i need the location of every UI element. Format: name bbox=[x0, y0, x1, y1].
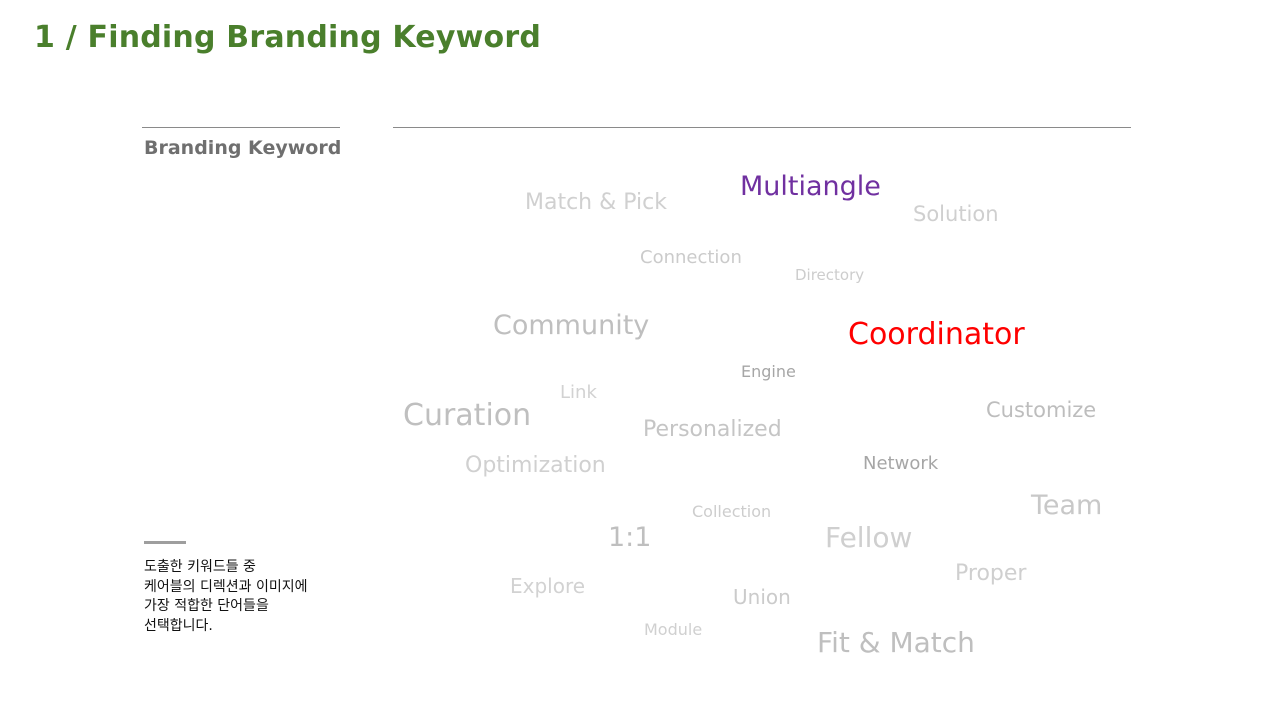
section-divider-right bbox=[393, 127, 1131, 128]
keyword-customize: Customize bbox=[986, 398, 1097, 422]
keyword-team: Team bbox=[1031, 490, 1103, 521]
keyword-network: Network bbox=[863, 453, 939, 474]
keyword-fellow: Fellow bbox=[825, 521, 913, 554]
keyword-one-to-one: 1:1 bbox=[608, 522, 652, 553]
keyword-union: Union bbox=[733, 585, 791, 609]
keyword-engine: Engine bbox=[741, 362, 796, 381]
description-line: 가장 적합한 단어들을 bbox=[144, 598, 269, 614]
section-divider-left bbox=[142, 127, 340, 128]
keyword-fit-match: Fit & Match bbox=[817, 626, 975, 659]
description-text: 도출한 키워드들 중 케어블의 디렉션과 이미지에 가장 적합한 단어들을 선택… bbox=[144, 558, 374, 636]
keyword-explore: Explore bbox=[510, 574, 586, 598]
description-line: 케어블의 디렉션과 이미지에 bbox=[144, 578, 308, 595]
keyword-curation: Curation bbox=[403, 398, 532, 433]
slide-title: 1 / Finding Branding Keyword bbox=[34, 20, 542, 55]
keyword-module: Module bbox=[644, 620, 703, 639]
keyword-solution: Solution bbox=[913, 202, 999, 226]
description-line: 도출한 키워드들 중 bbox=[144, 559, 256, 575]
keyword-personalized: Personalized bbox=[643, 417, 782, 442]
keyword-connection: Connection bbox=[640, 247, 742, 268]
keyword-optimization: Optimization bbox=[465, 453, 606, 478]
keyword-match-pick: Match & Pick bbox=[525, 190, 668, 215]
description-line: 선택합니다. bbox=[144, 617, 213, 634]
keyword-coordinator: Coordinator bbox=[848, 317, 1025, 352]
section-label: Branding Keyword bbox=[144, 137, 342, 159]
keyword-community: Community bbox=[493, 310, 650, 341]
keyword-directory: Directory bbox=[795, 266, 865, 284]
keyword-proper: Proper bbox=[955, 561, 1027, 586]
keyword-link: Link bbox=[560, 382, 597, 403]
keyword-collection: Collection bbox=[692, 502, 772, 521]
description-accent-bar bbox=[144, 541, 186, 544]
keyword-multiangle: Multiangle bbox=[740, 171, 881, 202]
